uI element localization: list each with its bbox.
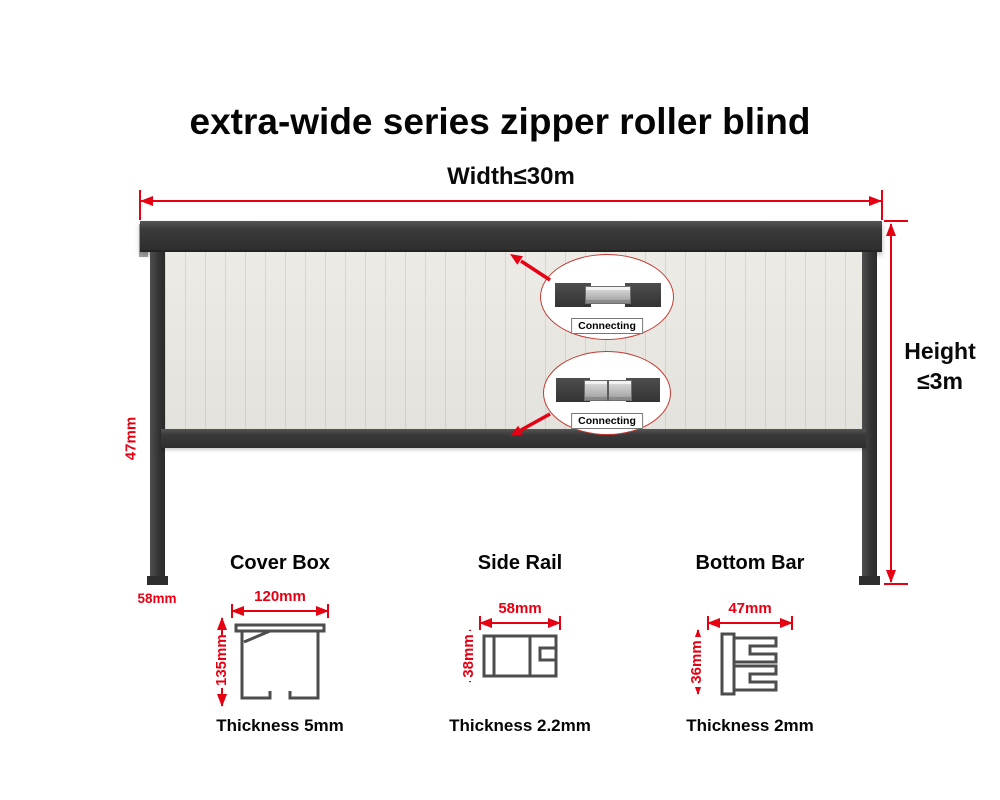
dimension-tick — [479, 616, 481, 630]
profile-segment-right — [625, 283, 661, 307]
page-title: extra-wide series zipper roller blind — [189, 100, 811, 142]
width-dimension-arrow — [140, 196, 882, 206]
profile-title: Bottom Bar — [695, 552, 805, 574]
cover-box — [140, 221, 882, 252]
dimension-tick — [884, 583, 908, 585]
side-rail-profile-drawing — [482, 634, 558, 678]
cover-box-profile-drawing — [234, 623, 326, 700]
rail-foot-right — [859, 576, 880, 585]
profile-title: Side Rail — [477, 552, 563, 574]
bottom-bar-profile-drawing — [720, 632, 778, 696]
profile-group-cover-box: Cover Box 120mm 135mm Thickness 5mm — [180, 552, 380, 757]
connector-seam — [607, 380, 609, 401]
connecting-label: Connecting — [571, 318, 643, 334]
connecting-callout-bottom: Connecting — [543, 351, 671, 435]
profile-height-label: 36mm — [688, 637, 705, 687]
dimension-tick — [884, 220, 908, 222]
profile-width-arrow — [479, 618, 561, 628]
height-word: Height — [904, 338, 976, 364]
profile-title: Cover Box — [229, 552, 331, 574]
profile-width-label: 47mm — [728, 600, 772, 617]
rail-width-label: 58mm — [137, 591, 177, 606]
dimension-tick — [559, 616, 561, 630]
dimension-tick — [231, 604, 233, 618]
profile-height-label: 135mm — [213, 634, 230, 688]
profile-thickness-label: Thickness 2mm — [686, 716, 814, 735]
callout-pointer-arrow-bottom — [510, 412, 551, 436]
profile-width-label: 58mm — [498, 600, 542, 617]
dimension-tick — [327, 604, 329, 618]
connector-plate — [585, 286, 631, 304]
rail-foot-left — [147, 576, 168, 585]
side-rail-left — [150, 252, 165, 582]
height-value: ≤3m — [917, 368, 963, 394]
width-dimension-label: Width≤30m — [447, 163, 575, 190]
height-dimension-label: Height ≤3m — [884, 336, 996, 396]
dimension-tick — [707, 616, 709, 630]
profile-group-bottom-bar: Bottom Bar 47mm 36mm Thickness 2mm — [650, 552, 850, 757]
dimension-tick — [139, 190, 141, 220]
connecting-label: Connecting — [571, 413, 643, 429]
fabric-mesh — [165, 252, 862, 430]
side-rail-right — [862, 252, 877, 582]
profile-width-arrow — [231, 606, 329, 616]
bottom-bar — [161, 429, 866, 448]
profile-height-label: 38mm — [460, 631, 477, 681]
profile-thickness-label: Thickness 5mm — [216, 716, 344, 735]
height-dimension-arrow — [886, 223, 896, 583]
profile-thickness-label: Thickness 2.2mm — [449, 716, 591, 735]
profile-width-arrow — [707, 618, 793, 628]
connecting-callout-top: Connecting — [540, 254, 674, 340]
bottom-bar-height-label: 47mm — [122, 416, 140, 461]
callout-pointer-arrow-top — [510, 254, 551, 282]
profile-width-label: 120mm — [254, 588, 306, 605]
profile-group-side-rail: Side Rail 58mm 38mm Thickness 2.2mm — [420, 552, 620, 757]
dimension-tick — [791, 616, 793, 630]
dimension-tick — [881, 190, 883, 220]
